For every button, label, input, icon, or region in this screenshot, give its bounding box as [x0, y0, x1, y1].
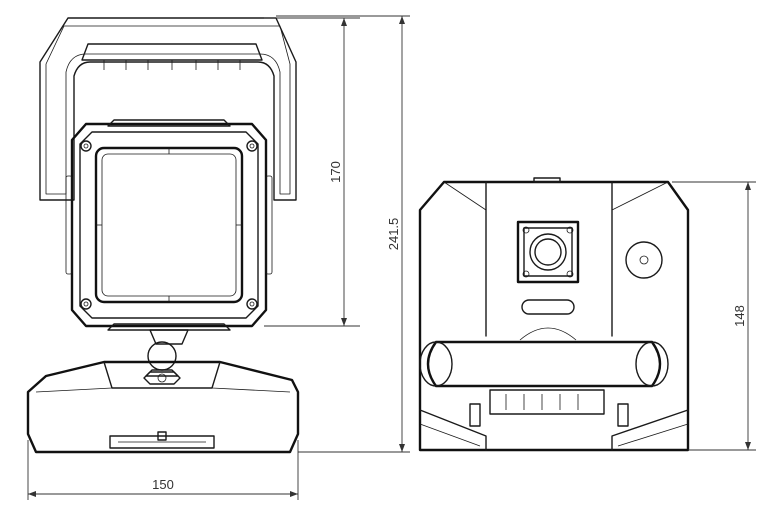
dimension-label-148: 148 [732, 305, 747, 327]
dimension-150: 150 [27, 440, 299, 500]
dimension-148: 148 [672, 181, 756, 451]
side-view [418, 177, 690, 452]
dimension-label-150: 150 [152, 477, 174, 492]
lamp-base [26, 360, 300, 454]
lamp-lens [94, 146, 244, 304]
side-vents [419, 389, 689, 451]
hinge-bar [419, 327, 669, 388]
side-knob [625, 241, 663, 279]
dimension-label-170: 170 [328, 161, 343, 183]
lamp-housing [65, 119, 273, 331]
dimension-241-5: 241.5 [276, 15, 410, 453]
dimension-170: 170 [264, 17, 360, 327]
handle-rivets [103, 60, 241, 70]
carry-handle [39, 17, 297, 201]
power-connector [516, 220, 580, 315]
dimension-label-241-5: 241.5 [386, 218, 401, 251]
corner-screws [80, 140, 258, 310]
swivel-joint [145, 329, 189, 377]
front-view [26, 17, 300, 454]
